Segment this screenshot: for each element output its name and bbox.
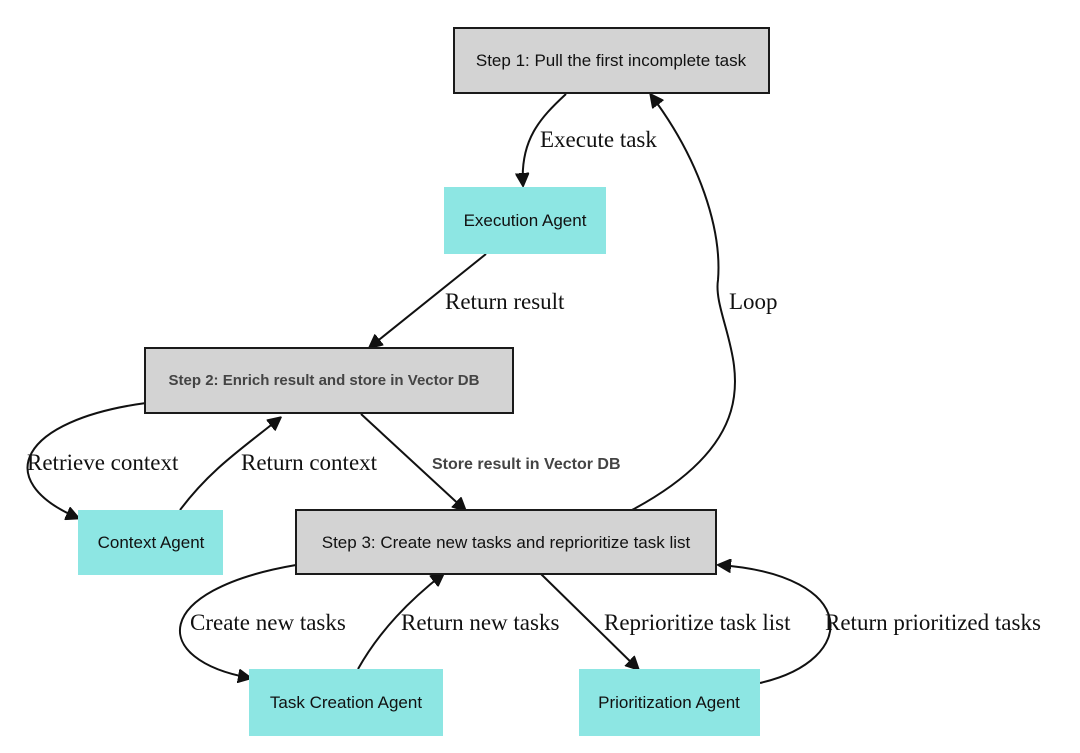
edge-return-prioritized-tasks: [719, 565, 832, 684]
label-create-new-tasks: Create new tasks: [190, 610, 346, 635]
label-reprioritize-task-list: Reprioritize task list: [604, 610, 791, 635]
node-step1-label: Step 1: Pull the first incomplete task: [476, 51, 747, 70]
label-store-result: Store result in Vector DB: [432, 456, 621, 473]
label-loop: Loop: [729, 289, 778, 314]
edge-execute-task: [523, 93, 567, 185]
label-return-new-tasks: Return new tasks: [401, 610, 559, 635]
edge-store-result: [360, 413, 465, 510]
edge-retrieve-context: [26, 402, 147, 518]
node-step3-label: Step 3: Create new tasks and reprioritiz…: [322, 533, 691, 552]
node-step2: Step 2: Enrich result and store in Vecto…: [144, 347, 514, 414]
node-step2-label: Step 2: Enrich result and store in Vecto…: [169, 372, 480, 389]
label-return-prioritized-tasks: Return prioritized tasks: [825, 610, 1041, 635]
label-retrieve-context: Retrieve context: [27, 450, 179, 475]
node-step1: Step 1: Pull the first incomplete task: [453, 27, 770, 94]
node-prioritization-agent: Prioritization Agent: [579, 669, 760, 736]
label-return-context: Return context: [241, 450, 378, 475]
edge-reprioritize-task-list: [540, 573, 638, 669]
edge-return-result: [370, 253, 487, 347]
node-prioritization-agent-label: Prioritization Agent: [598, 693, 740, 712]
node-context-agent: Context Agent: [78, 510, 223, 575]
node-task-creation-agent: Task Creation Agent: [249, 669, 443, 736]
node-execution-agent-label: Execution Agent: [464, 211, 587, 230]
node-context-agent-label: Context Agent: [98, 533, 205, 552]
node-step3: Step 3: Create new tasks and reprioritiz…: [295, 509, 717, 575]
label-execute-task: Execute task: [540, 127, 657, 152]
edge-return-context: [179, 418, 280, 511]
edge-return-new-tasks: [357, 574, 443, 670]
node-task-creation-agent-label: Task Creation Agent: [270, 693, 422, 712]
label-return-result: Return result: [445, 289, 565, 314]
edge-loop: [631, 95, 736, 511]
edge-create-new-tasks: [178, 564, 297, 678]
node-execution-agent: Execution Agent: [444, 187, 606, 254]
